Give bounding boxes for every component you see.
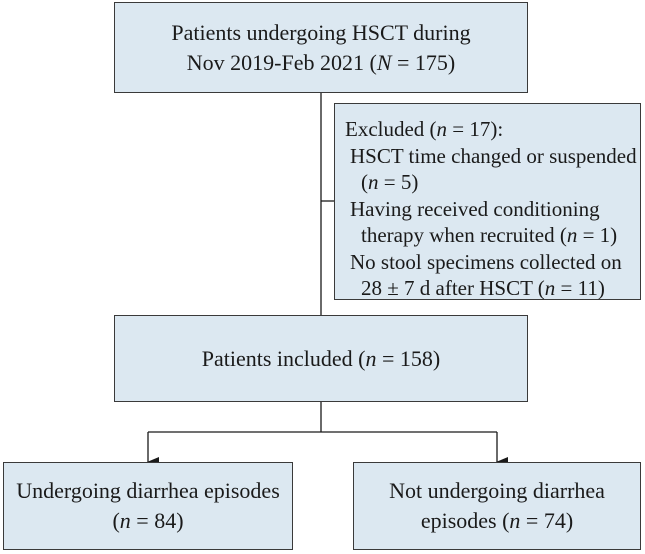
included-label: Patients included (n = 158) xyxy=(201,345,441,371)
enrollment-box: Patients undergoing HSCT during Nov 2019… xyxy=(114,2,528,93)
excluded-reason-2: Having received conditioning xyxy=(350,196,600,221)
no-diarrhea-group-line1: Not undergoing diarrhea xyxy=(389,478,605,503)
excluded-box: Excluded (n = 17): HSCT time changed or … xyxy=(334,103,641,300)
enrollment-line1: Patients undergoing HSCT during xyxy=(171,19,471,45)
no-diarrhea-group-box: Not undergoing diarrhea episodes (n = 74… xyxy=(353,462,641,550)
excluded-reason-1-count: (n = 5) xyxy=(361,170,419,194)
excluded-reason-1: HSCT time changed or suspended xyxy=(350,143,637,168)
excluded-reason-3-count: 28 ± 7 d after HSCT (n = 11) xyxy=(361,276,605,300)
excluded-title: Excluded (n = 17): xyxy=(345,117,504,141)
enrollment-line2: Nov 2019-Feb 2021 (N = 175) xyxy=(186,49,456,75)
diarrhea-group-box: Undergoing diarrhea episodes (n = 84) xyxy=(3,462,293,550)
excluded-reason-2-count: therapy when recruited (n = 1) xyxy=(361,223,618,247)
included-box: Patients included (n = 158) xyxy=(114,315,528,402)
diarrhea-group-line1: Undergoing diarrhea episodes xyxy=(16,478,280,503)
excluded-reason-3: No stool specimens collected on xyxy=(350,249,622,274)
diarrhea-group-count: (n = 84) xyxy=(112,508,184,533)
no-diarrhea-group-count: episodes (n = 74) xyxy=(420,508,574,533)
